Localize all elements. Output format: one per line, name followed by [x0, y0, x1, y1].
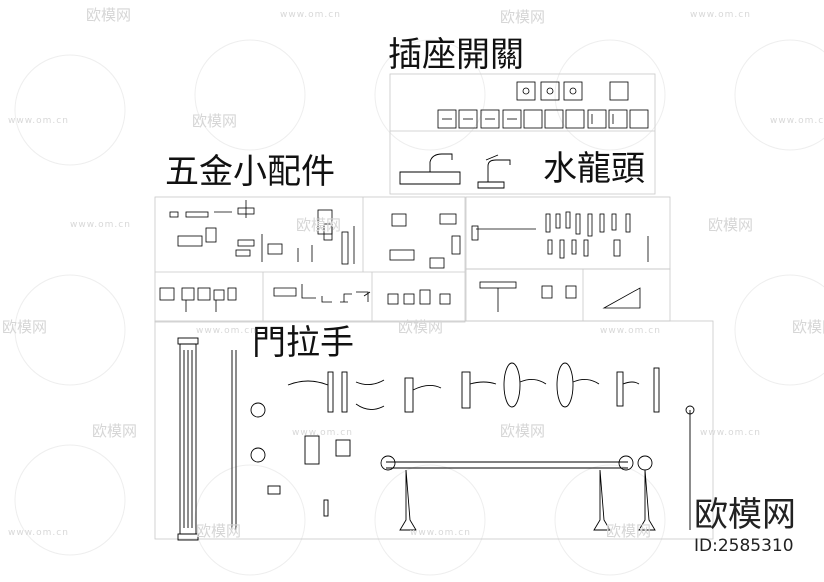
section-title-hardware-accessories: 五金小配件: [165, 152, 335, 192]
faucet-drawings: [399, 153, 511, 189]
socket-switch-drawings: [437, 81, 649, 129]
section-title-faucets: 水龍頭: [543, 149, 645, 189]
background-ornaments: [14, 39, 824, 576]
section-title-sockets-switches: 插座開關: [388, 35, 524, 75]
brand-logo: 欧模网: [694, 495, 796, 535]
hardware-drawings: [159, 200, 649, 312]
section-title-door-handles: 門拉手: [252, 323, 354, 363]
section-frames: [154, 73, 714, 540]
door-handle-drawings: [177, 337, 695, 541]
model-id: ID:2585310: [694, 536, 794, 556]
